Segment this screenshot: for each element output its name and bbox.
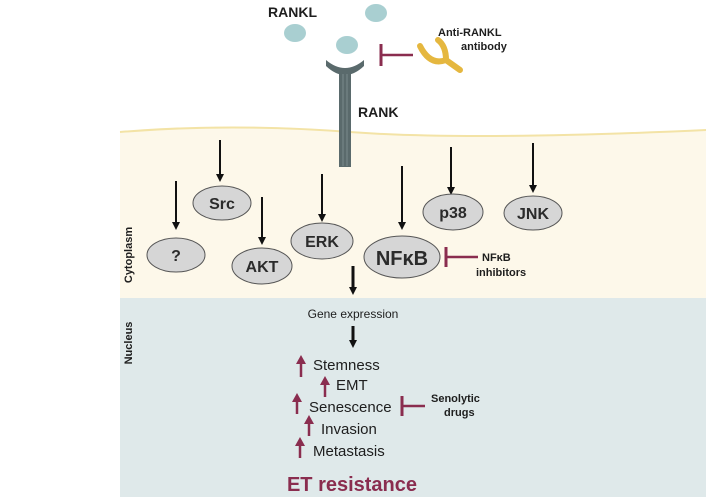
rankl-label: RANKL [268, 4, 317, 20]
outcome-metastasis: Metastasis [313, 443, 385, 460]
senolytic-line1: Senolytic [431, 393, 480, 405]
senolytic-line2: drugs [444, 407, 475, 419]
outcome-senescence: Senescence [309, 399, 392, 416]
nucleus-region [120, 298, 706, 497]
nucleus-label: Nucleus [123, 322, 135, 365]
up-arrow-emt [320, 376, 330, 397]
outcome-invasion: Invasion [321, 421, 377, 438]
node-jnk: JNK [503, 195, 563, 231]
node-akt: AKT [231, 247, 293, 285]
antibody-label-line1: Anti-RANKL [438, 27, 502, 39]
rank-label: RANK [358, 104, 398, 120]
rank-receptor-cup [326, 60, 364, 75]
node-nfkb: NFκB [363, 235, 441, 279]
node-erk: ERK [290, 222, 354, 260]
outcome-emt: EMT [336, 377, 368, 394]
node-akt-label: AKT [246, 259, 279, 276]
antibody-icon [417, 37, 463, 73]
rankl-ligand-bound [336, 36, 358, 54]
rank-receptor-stem [339, 72, 351, 167]
node-src-label: Src [209, 196, 235, 213]
node-jnk-label: JNK [517, 206, 549, 223]
rankl-ligand-2 [365, 4, 387, 22]
nfkb-inhibitors-line2: inhibitors [476, 267, 526, 279]
node-p38: p38 [422, 193, 484, 231]
node-nfkb-label: NFκB [376, 248, 428, 270]
node-unknown-label: ? [171, 248, 181, 265]
node-unknown: ? [146, 237, 206, 273]
cytoplasm-label: Cytoplasm [123, 227, 135, 283]
up-arrow-invasion [304, 415, 314, 436]
rankl-ligand-1 [284, 24, 306, 42]
gene-expression-label: Gene expression [308, 307, 399, 321]
up-arrow-senescence [292, 393, 302, 414]
node-p38-label: p38 [439, 205, 467, 222]
node-src: Src [192, 185, 252, 221]
antibody-label-line2: antibody [461, 41, 508, 53]
node-erk-label: ERK [305, 234, 339, 251]
up-arrow-metastasis [295, 437, 305, 458]
outcome-stemness: Stemness [313, 357, 380, 374]
cell-membrane [119, 126, 706, 138]
nfkb-inhibitors-line1: NFκB [482, 252, 511, 264]
et-resistance-label: ET resistance [287, 474, 417, 496]
up-arrow-stemness [296, 355, 306, 377]
